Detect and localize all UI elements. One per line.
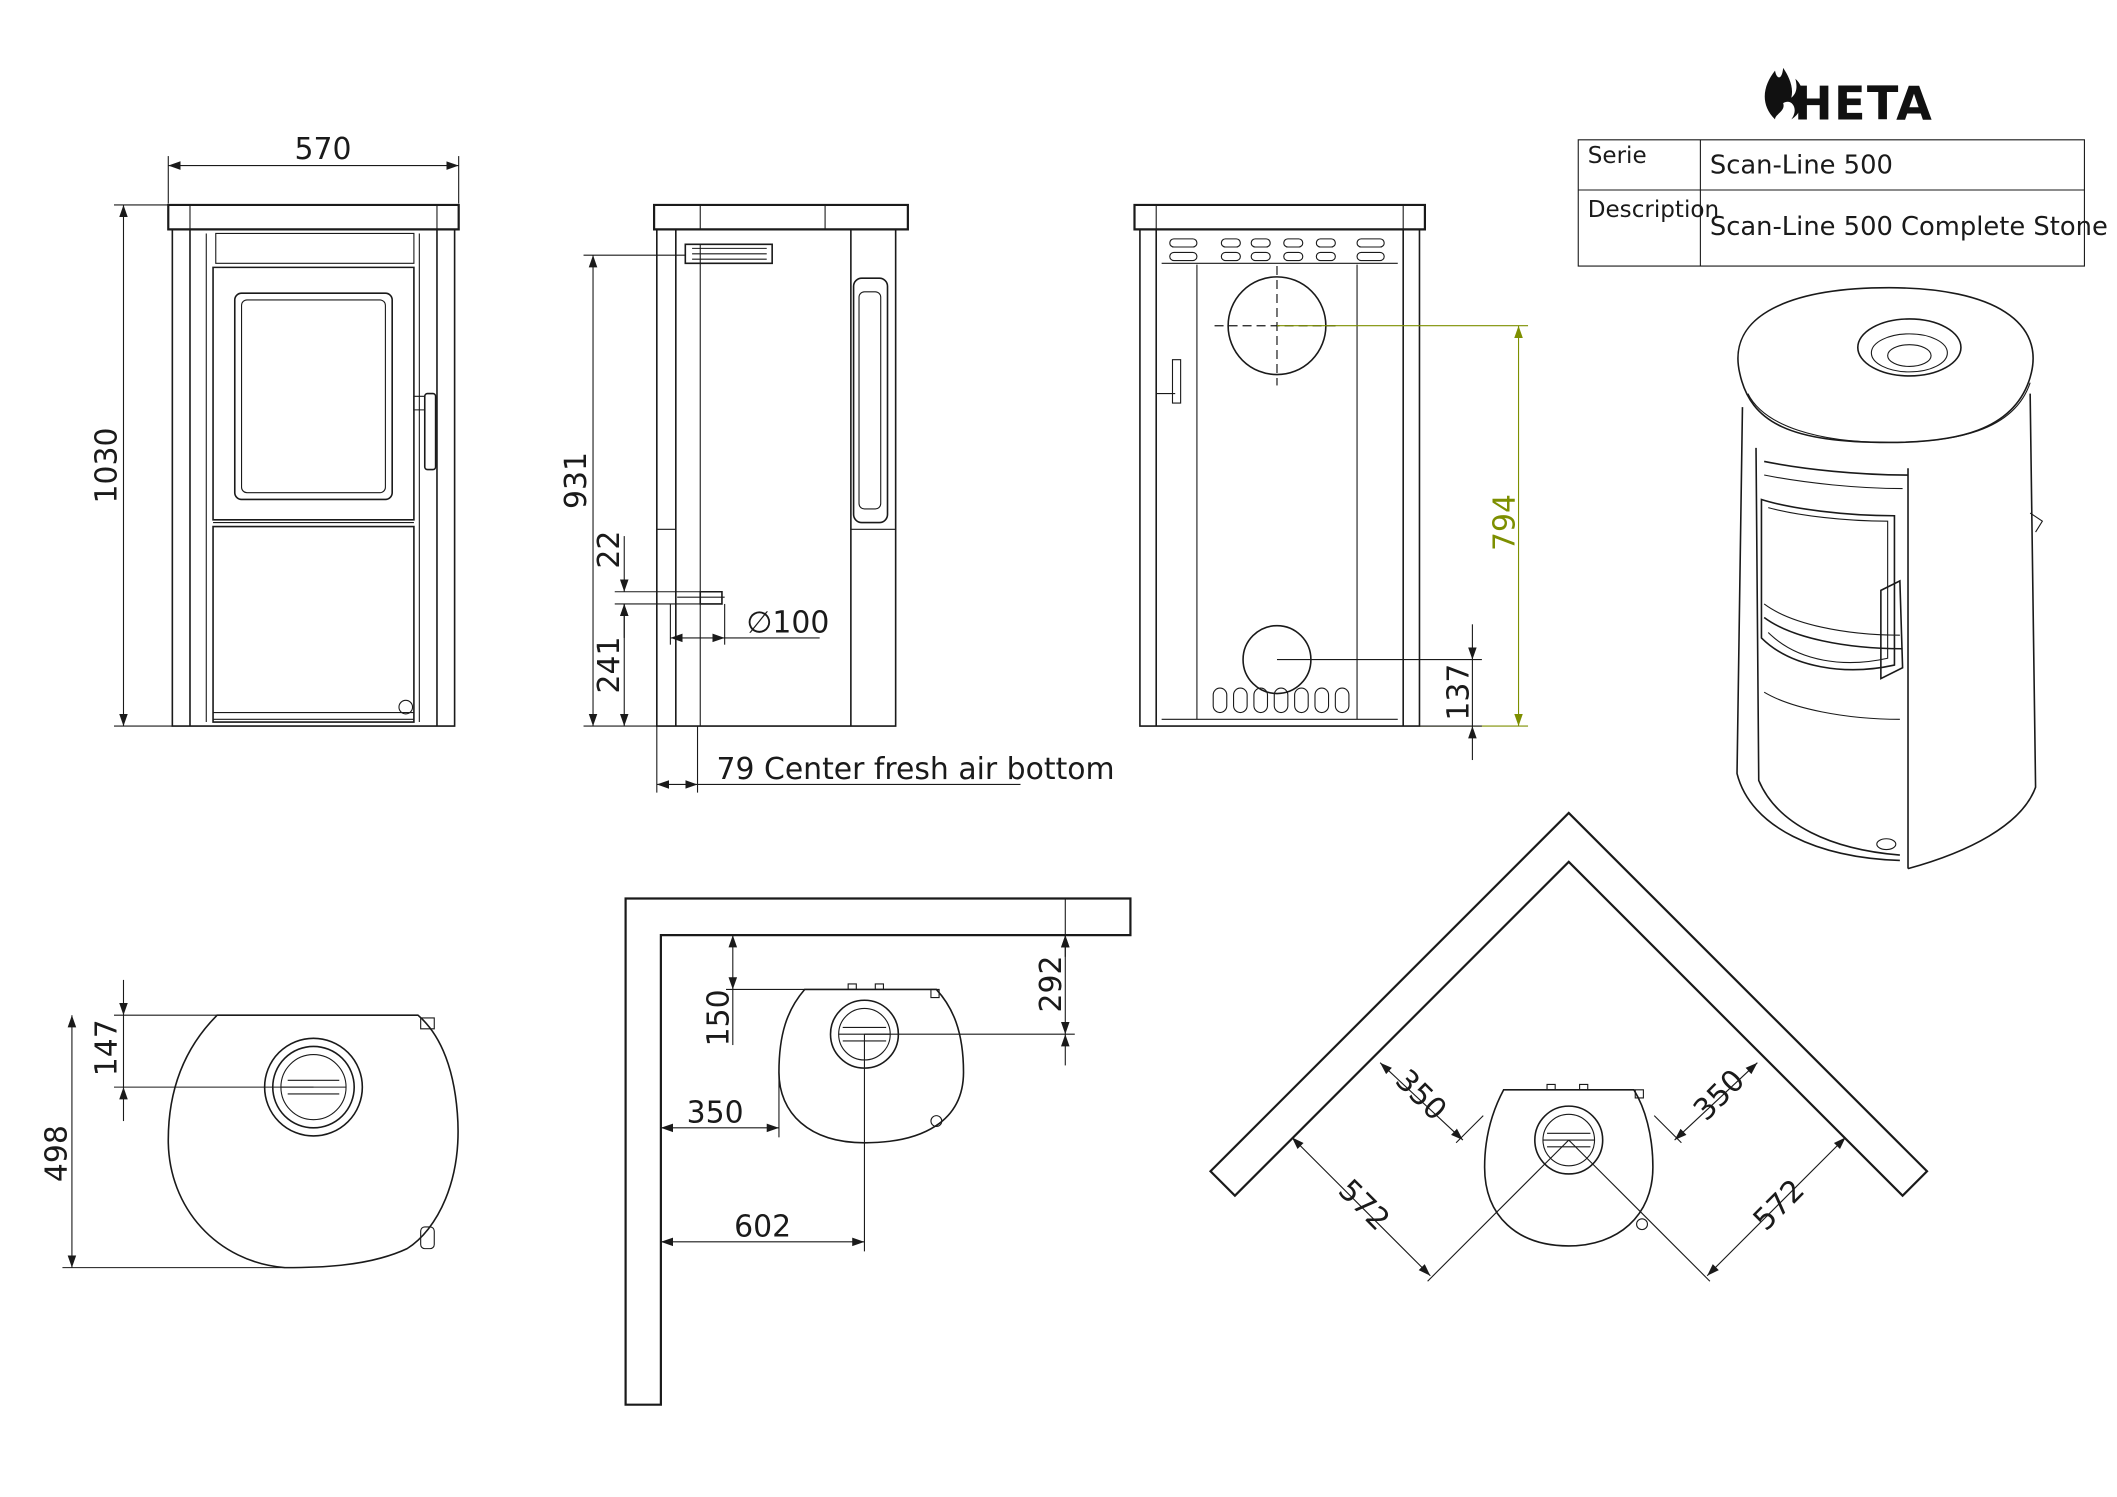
iso-flue-collar [1858,319,1961,376]
iso-lock-knob [1877,839,1896,850]
top-depth-dim: 498 [39,1125,74,1182]
serie-value: Scan-Line 500 [1710,151,1893,181]
inlet-diameter-dim: ∅100 [746,605,829,640]
side-height-dim: 931 [559,452,594,509]
corner-placement-view: 350 350 572 572 [1210,813,1927,1281]
wall-back-dim: 292 [1034,955,1069,1012]
serie-label: Serie [1588,143,1647,169]
corner-right-gap-dim: 350 [1687,1063,1752,1128]
wall-placement-view: 292 150 350 602 [626,898,1131,1404]
inlet-height-dim: 22 [592,531,627,569]
vent-slots-bottom [1213,688,1349,712]
isometric-view [1737,288,2042,869]
top-view: 147 498 [39,980,458,1268]
rear-inlet-height-dim: 137 [1441,664,1476,721]
vent-slots-top [1170,239,1384,261]
corner-left-gap-dim: 350 [1388,1063,1453,1128]
corner-flue-outer [1535,1106,1603,1174]
corner-right-flue-dim: 572 [1747,1173,1812,1238]
side-view: 931 22 241 ∅100 79 Center fresh air bott… [559,205,1115,793]
heta-logo: HETA [1764,67,1933,130]
flame-icon [1764,67,1804,120]
front-height-dim: 1030 [90,428,125,504]
lock-knob-icon [399,700,413,714]
wall-flue-side-dim: 602 [734,1209,791,1244]
wall-side-dim: 350 [687,1095,744,1130]
wall-flue-back-dim: 150 [702,989,737,1046]
rear-view: 794 137 [1134,205,1528,760]
description-value: Scan-Line 500 Complete Stone [1710,212,2108,242]
top-flue-dim: 147 [90,1019,125,1076]
brand-name: HETA [1794,76,1933,130]
rear-outlet-height-dim: 794 [1487,494,1522,551]
fresh-air-dim: 79 Center fresh air bottom [717,752,1115,787]
corner-left-flue-dim: 572 [1331,1173,1396,1238]
inlet-bottom-dim: 241 [592,637,627,694]
front-view: 570 1030 [90,132,459,726]
front-width-dim: 570 [294,132,351,167]
title-block: Serie Scan-Line 500 Description Scan-Lin… [1578,140,2108,266]
description-label: Description [1588,197,1719,223]
